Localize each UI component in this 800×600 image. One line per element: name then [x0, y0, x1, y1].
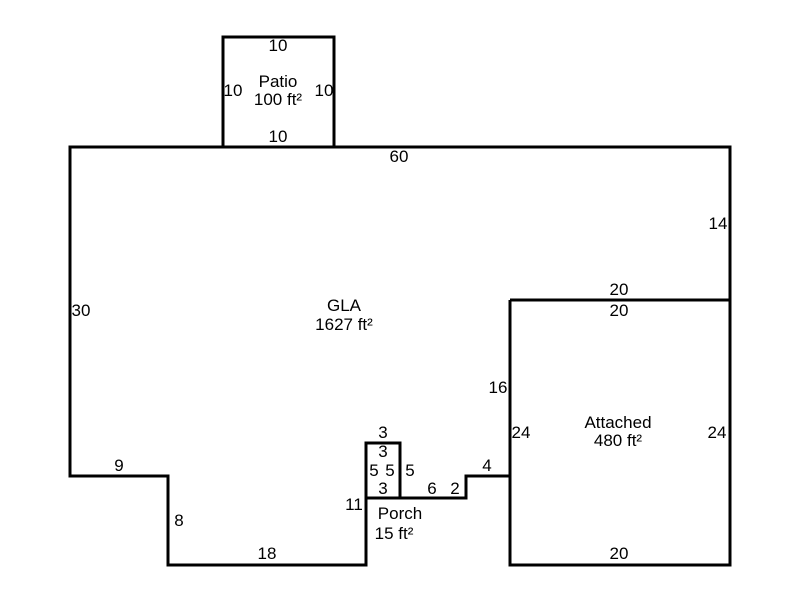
- gla-inner-step-dimension: 4: [482, 456, 491, 475]
- attached-area: 480 ft²: [594, 431, 643, 450]
- patio-outline: [221, 35, 336, 147]
- porch-bottom-dimension-b: 2: [450, 479, 459, 498]
- patio-area: 100 ft²: [254, 90, 303, 109]
- porch-outer-top-dimension: 3: [378, 423, 387, 442]
- porch-bottom-dimension-a: 6: [427, 479, 436, 498]
- porch-inner-left-dimension: 5: [369, 461, 378, 480]
- gla-attached-top-dimension: 20: [610, 280, 629, 299]
- gla-labels: 60 14 30 GLA 1627 ft² 20 16 9 8 18 11 4: [72, 147, 728, 563]
- patio-bottom-dimension: 10: [269, 127, 288, 146]
- gla-left-dimension: 30: [72, 301, 91, 320]
- porch-name: Porch: [378, 504, 422, 523]
- porch-labels: 3 3 5 5 5 3 6 2 Porch 15 ft²: [369, 423, 459, 543]
- patio-top-dimension: 10: [269, 36, 288, 55]
- patio-right-dimension: 10: [315, 81, 334, 100]
- attached-name: Attached: [584, 413, 651, 432]
- porch-area: 15 ft²: [375, 524, 414, 543]
- gla-top-dimension: 60: [390, 147, 409, 166]
- gla-step-side-dimension: 8: [174, 511, 183, 530]
- gla-right-dimension: 14: [709, 214, 728, 233]
- gla-porch-side-dimension: 11: [345, 495, 363, 514]
- attached-bottom-dimension: 20: [610, 544, 629, 563]
- porch-inner-bottom-dimension: 3: [378, 479, 387, 498]
- gla-area: 1627 ft²: [315, 315, 373, 334]
- gla-bottom-dimension: 18: [258, 544, 277, 563]
- gla-name: GLA: [327, 296, 362, 315]
- attached-right-dimension: 24: [708, 423, 727, 442]
- porch-outline: [364, 441, 402, 498]
- porch-inner-right-dimension: 5: [385, 461, 394, 480]
- patio-labels: 10 Patio 100 ft² 10 10 10: [224, 36, 334, 146]
- attached-top-dimension: 20: [610, 301, 629, 320]
- patio-name: Patio: [259, 72, 298, 91]
- porch-outer-right-dimension: 5: [405, 461, 414, 480]
- gla-step-top-dimension: 9: [114, 456, 123, 475]
- porch-inner-top-dimension: 3: [378, 442, 387, 461]
- attached-left-dimension: 24: [512, 423, 531, 442]
- walls: [68, 35, 732, 567]
- attached-labels: 20 Attached 480 ft² 24 24 20: [512, 301, 727, 563]
- patio-left-dimension: 10: [224, 81, 243, 100]
- gla-inner-right-dimension: 16: [489, 378, 508, 397]
- gla-outline: [68, 145, 732, 567]
